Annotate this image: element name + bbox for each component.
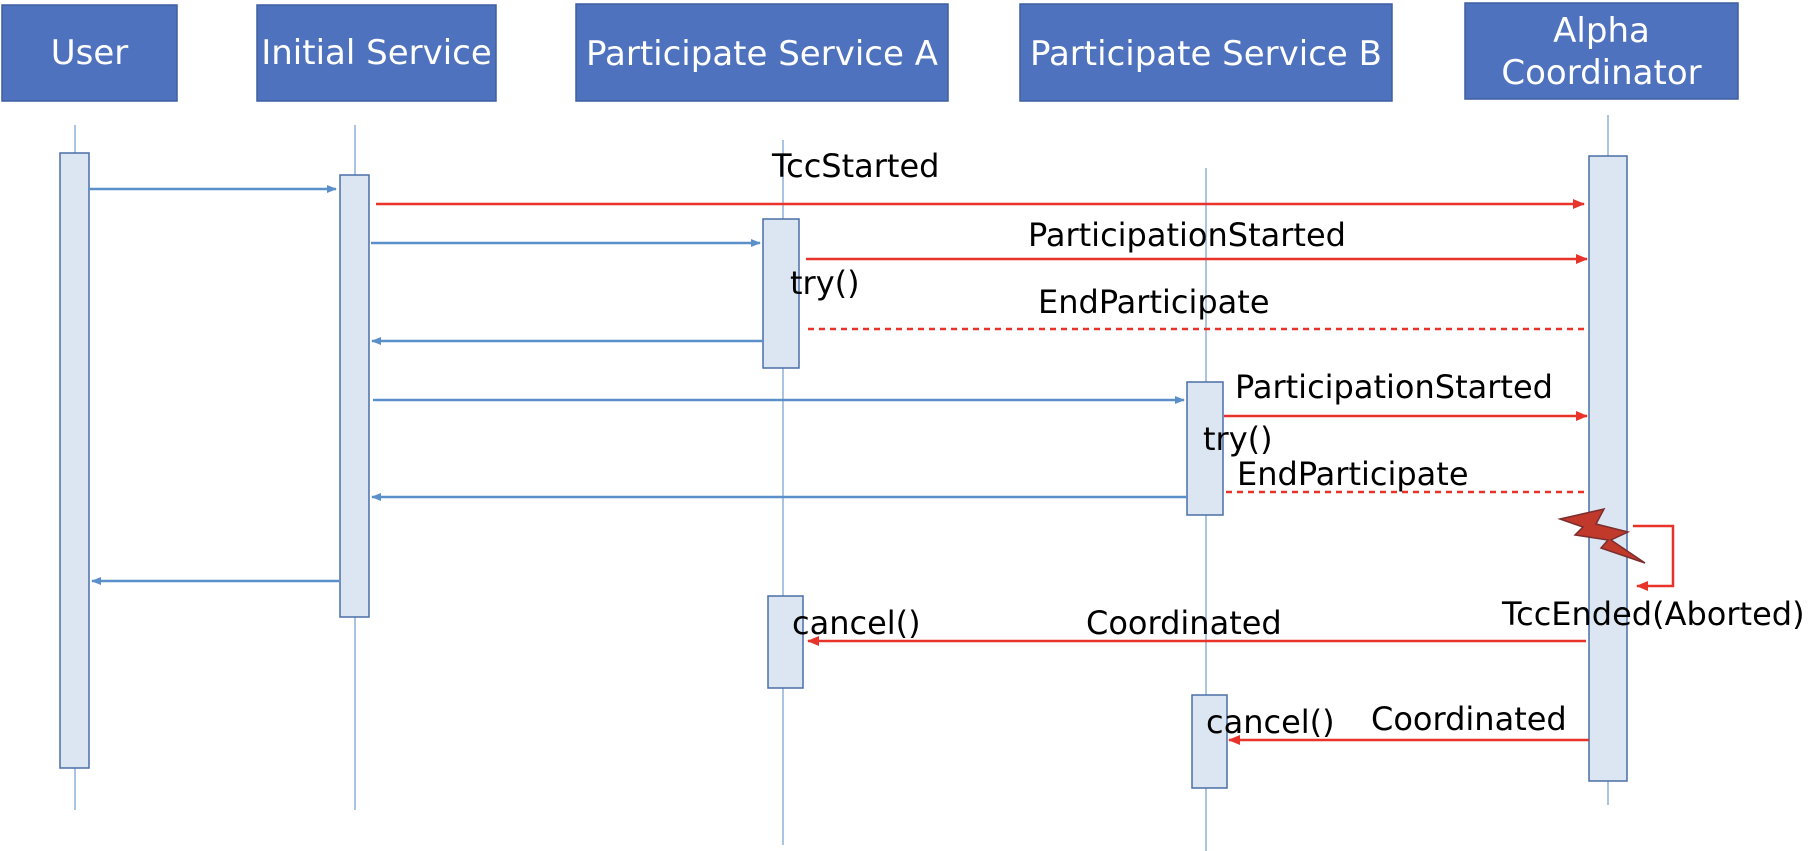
label-b-end-participate: EndParticipate <box>1237 455 1469 493</box>
label-a-cancel: cancel() <box>792 604 921 642</box>
activation-service-b-try <box>1186 381 1224 516</box>
event-arrows <box>376 199 1675 745</box>
participant-headers: User Initial Service Participate Service… <box>1 2 1739 102</box>
label-b-try: try() <box>1203 420 1273 458</box>
participant-user[interactable]: User <box>1 4 178 102</box>
message-labels: TccStarted ParticipationStarted try() En… <box>771 147 1805 741</box>
activation-service-a-try <box>762 218 800 369</box>
lightning-icon <box>1557 507 1646 564</box>
activation-alpha-coordinator <box>1588 155 1628 782</box>
label-tcc-ended: TccEnded(Aborted) <box>1501 595 1805 633</box>
activation-service-b-cancel <box>1191 694 1228 789</box>
label-b-cancel: cancel() <box>1206 703 1335 741</box>
activation-initial-service <box>339 174 370 618</box>
label-a-end-participate: EndParticipate <box>1038 283 1270 321</box>
label-b-coordinated: Coordinated <box>1371 700 1567 738</box>
participant-initial-service-label: Initial Service <box>261 33 492 73</box>
activation-service-a-cancel <box>767 595 804 689</box>
participant-service-a-label: Participate Service A <box>586 34 938 74</box>
label-a-participation-started: ParticipationStarted <box>1028 216 1346 254</box>
participant-service-b-label: Participate Service B <box>1030 34 1382 74</box>
activation-bars <box>59 152 1628 789</box>
label-tcc-started: TccStarted <box>771 147 939 185</box>
participant-service-a[interactable]: Participate Service A <box>575 3 949 102</box>
label-a-try: try() <box>790 264 860 302</box>
activation-user <box>59 152 90 769</box>
call-arrows <box>89 185 1187 585</box>
label-a-coordinated: Coordinated <box>1086 604 1282 642</box>
participant-service-b[interactable]: Participate Service B <box>1019 3 1393 102</box>
participant-initial-service[interactable]: Initial Service <box>256 4 497 102</box>
participant-user-label: User <box>51 33 129 73</box>
arrow-tcc-ended-self <box>1633 524 1675 591</box>
label-b-participation-started: ParticipationStarted <box>1235 368 1553 406</box>
